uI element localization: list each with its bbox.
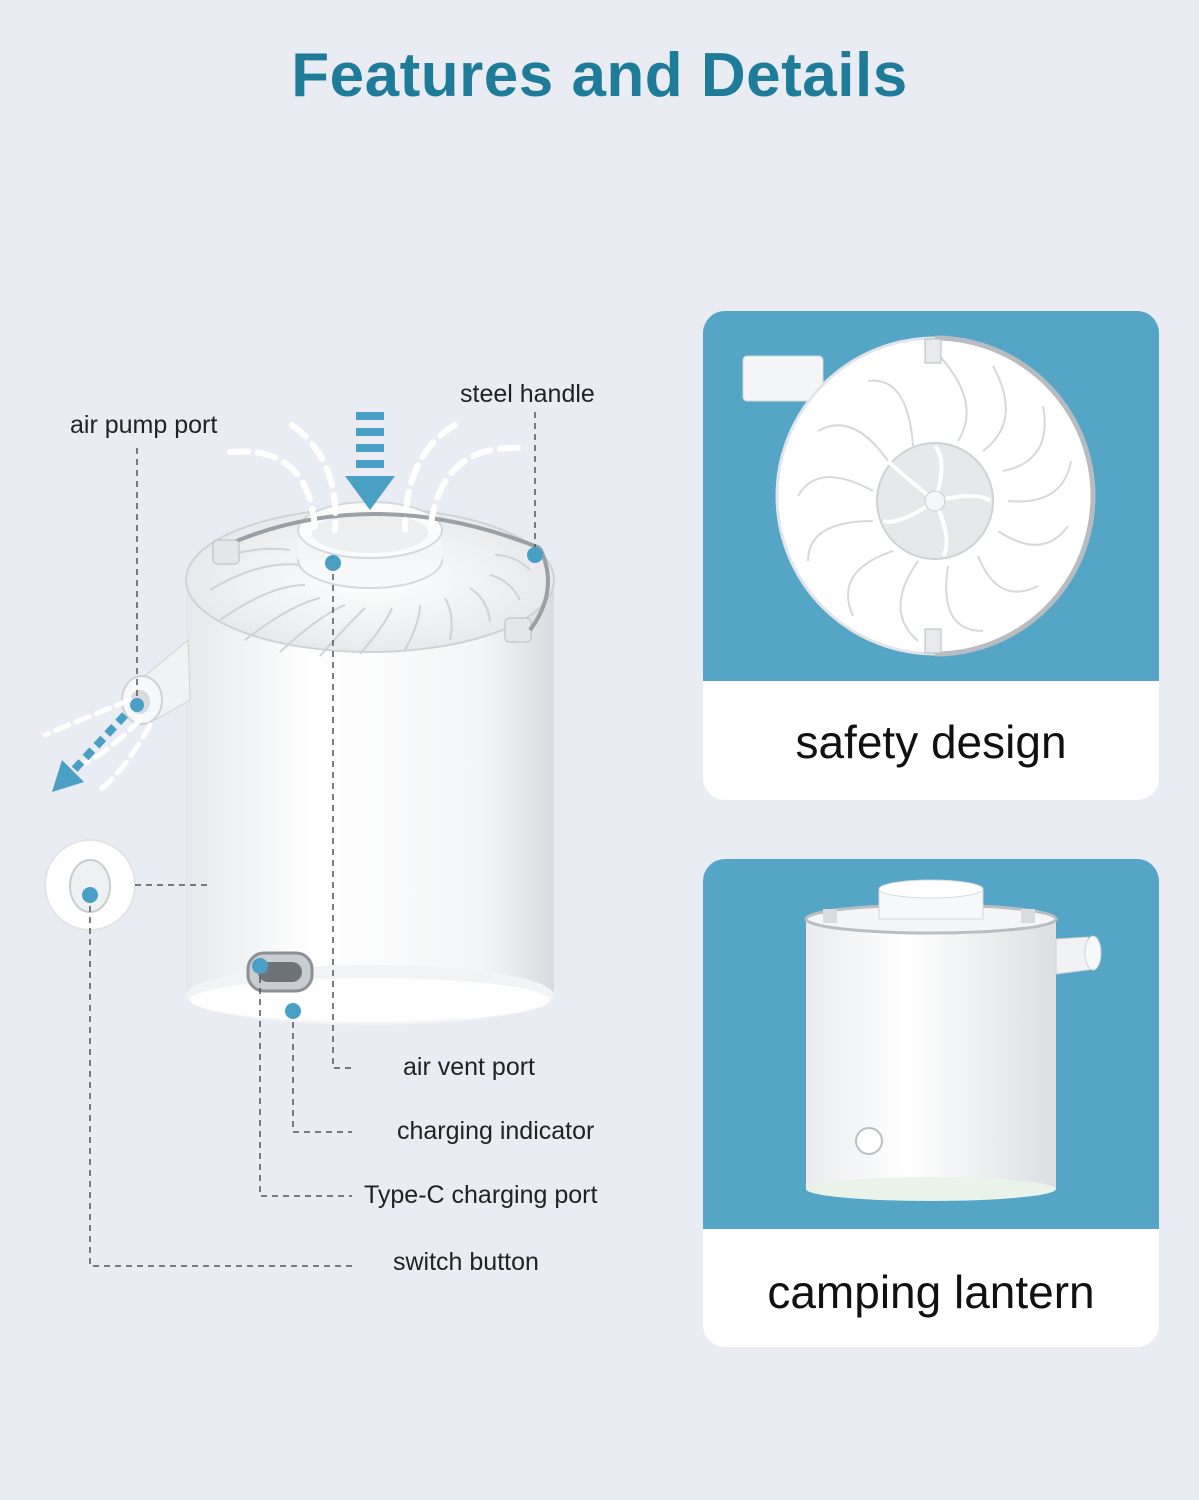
label-charging-indicator: charging indicator [397, 1117, 595, 1145]
callout-dots [82, 547, 543, 1019]
safety-design-caption: safety design [795, 716, 1067, 768]
camping-lantern-caption: camping lantern [767, 1266, 1095, 1318]
label-type-c-charging-port: Type-C charging port [364, 1181, 598, 1209]
lantern-pump-image [804, 879, 1102, 1201]
air-pump-body [121, 501, 555, 1025]
label-air-vent-port: air vent port [403, 1053, 536, 1081]
leader-lines [89, 412, 536, 1267]
intake-airflow [227, 422, 521, 533]
air-pump-nozzle [121, 638, 191, 725]
label-air-pump-port: air pump port [70, 411, 218, 439]
steel-handle [219, 512, 541, 550]
page-title: Features and Details [291, 41, 908, 110]
safety-design-photo [703, 311, 1159, 681]
product-diagram [42, 412, 555, 1267]
arrow-down-icon [345, 412, 395, 510]
arrow-down-left-icon [52, 712, 128, 792]
switch-button-detail [44, 839, 136, 931]
safety-design-card: safety design [703, 311, 1159, 800]
fan-impeller-image [742, 335, 1096, 657]
camping-lantern-card: camping lantern [703, 859, 1159, 1347]
label-switch-button: switch button [393, 1248, 539, 1276]
label-steel-handle: steel handle [460, 380, 595, 408]
camping-lantern-photo [703, 859, 1159, 1229]
